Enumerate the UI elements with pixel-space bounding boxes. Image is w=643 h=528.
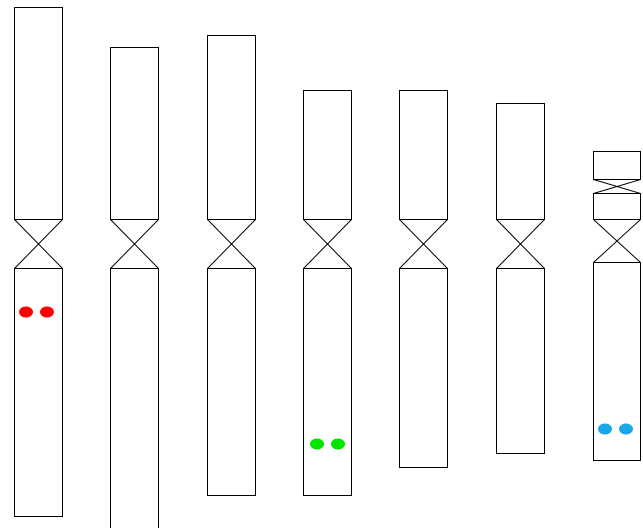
chromosome-4 [304, 91, 352, 496]
chromosome-7-secondary-constriction-cross [594, 180, 641, 194]
chromosome-7-satellite [594, 152, 641, 180]
chromosome-2-short-arm [111, 48, 159, 220]
chromosome-7-centromere-cross [594, 220, 641, 263]
chromosome-4-marker-right [331, 439, 345, 450]
chromosome-1-centromere-cross [15, 220, 63, 269]
chromosome-3-centromere-cross [208, 220, 256, 269]
chromosome-5-long-arm [400, 269, 448, 468]
chromosome-4-marker-left [310, 439, 324, 450]
chromosome-5 [400, 91, 448, 468]
chromosome-6-long-arm [497, 269, 545, 454]
chromosome-1-long-arm [15, 269, 63, 517]
chromosome-3 [208, 36, 256, 496]
chromosome-7 [594, 152, 641, 461]
chromosome-2-centromere-cross [111, 220, 159, 269]
chromosome-6-centromere-cross [497, 220, 545, 269]
chromosome-2 [111, 48, 159, 528]
chromosome-1-marker-left [19, 307, 33, 318]
chromosome-1-marker-right [40, 307, 54, 318]
chromosome-4-long-arm [304, 269, 352, 496]
chromosome-7-marker-right [619, 424, 633, 435]
chromosome-1 [15, 8, 63, 517]
chromosome-7-marker-left [598, 424, 612, 435]
chromosome-5-centromere-cross [400, 220, 448, 269]
chromosome-2-long-arm [111, 269, 159, 528]
chromosome-6-short-arm [497, 104, 545, 220]
chromosome-7-short-arm [594, 194, 641, 220]
chromosome-3-long-arm [208, 269, 256, 496]
chromosome-3-short-arm [208, 36, 256, 220]
chromosome-4-short-arm [304, 91, 352, 220]
chromosome-6 [497, 104, 545, 454]
chromosome-1-short-arm [15, 8, 63, 220]
chromosome-5-short-arm [400, 91, 448, 220]
chromosome-4-centromere-cross [304, 220, 352, 269]
